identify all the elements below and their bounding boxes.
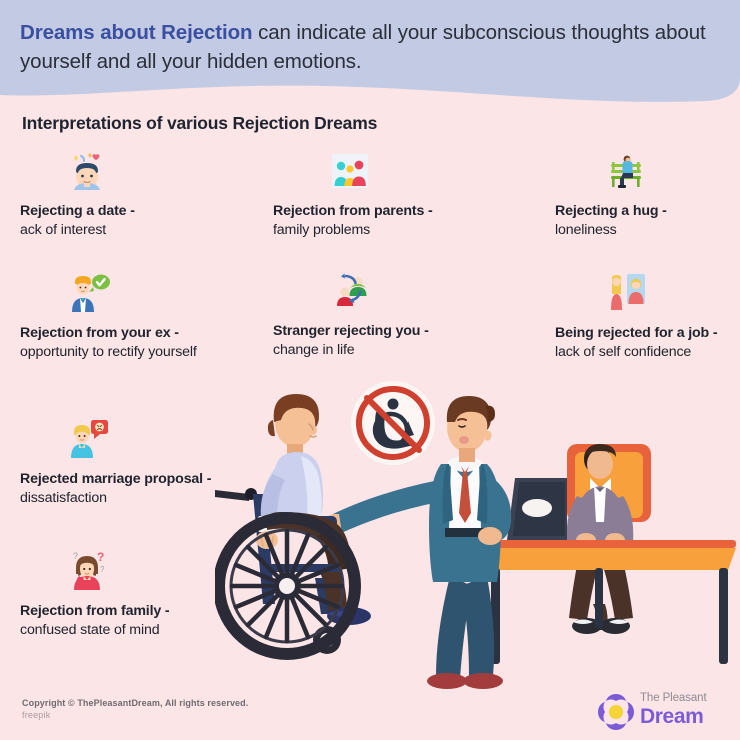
family-group-icon — [330, 152, 498, 195]
item-rejection-from-ex: Rejection from your ex - opportunity to … — [20, 272, 245, 362]
item-title: Rejected marriage proposal - — [20, 471, 212, 487]
item-rejected-for-a-job: Being rejected for a job - lack of self … — [555, 272, 735, 362]
item-subtitle: opportunity to rectify yourself — [20, 344, 197, 360]
item-caption: Rejection from family - confused state o… — [20, 602, 245, 640]
image-credit-text: freepik — [22, 710, 51, 720]
brand-name-bottom: Dream — [640, 705, 704, 728]
item-rejected-marriage-proposal: Rejected marriage proposal - dissatisfac… — [20, 418, 245, 508]
item-subtitle: loneliness — [555, 222, 617, 238]
man-in-wheelchair — [215, 394, 371, 660]
item-title: Rejection from parents - — [273, 203, 433, 219]
svg-text:?: ? — [97, 550, 104, 564]
item-subtitle: confused state of mind — [20, 622, 160, 638]
item-title: Stranger rejecting you - — [273, 323, 429, 339]
brand-name-top: The Pleasant — [640, 692, 707, 704]
no-wheelchair-prohibition-sign — [351, 381, 435, 465]
item-title: Being rejected for a job - — [555, 325, 718, 341]
person-with-angry-speech-bubble-icon — [67, 418, 245, 463]
illustration-svg — [215, 381, 736, 689]
item-rejecting-a-hug: Rejecting a hug - loneliness — [555, 152, 735, 240]
svg-text:?: ? — [73, 551, 78, 561]
workplace-rejection-illustration — [215, 368, 740, 708]
person-with-checkmark-icon — [67, 272, 245, 317]
item-caption: Stranger rejecting you - change in life — [273, 322, 498, 360]
header-highlight: Dreams about Rejection — [20, 21, 253, 44]
person-with-resume-icon — [605, 272, 735, 317]
item-caption: Rejecting a date - ack of interest — [20, 202, 245, 240]
header-band-shape — [0, 0, 740, 102]
confused-woman-icon: ? ? ? — [67, 550, 245, 595]
item-rejecting-a-date: Rejecting a date - ack of interest — [20, 152, 245, 240]
item-caption: Rejection from your ex - opportunity to … — [20, 324, 245, 362]
svg-text:?: ? — [100, 565, 105, 574]
section-title: Interpretations of various Rejection Dre… — [22, 113, 378, 133]
item-caption: Rejecting a hug - loneliness — [555, 202, 735, 240]
person-on-bench-icon — [605, 152, 735, 195]
item-subtitle: family problems — [273, 222, 371, 238]
laptop — [507, 478, 567, 540]
item-subtitle: change in life — [273, 342, 355, 358]
item-caption: Rejected marriage proposal - dissatisfac… — [20, 470, 245, 508]
item-title: Rejecting a date - — [20, 203, 135, 219]
item-subtitle: lack of self confidence — [555, 344, 692, 360]
brand-logo-text: The Pleasant Dream — [640, 691, 730, 728]
item-rejection-from-family: ? ? ? Rejection from family - confused s… — [20, 550, 245, 640]
item-title: Rejection from family - — [20, 603, 170, 619]
item-title: Rejection from your ex - — [20, 325, 179, 341]
brand-logo[interactable]: The Pleasant Dream — [596, 689, 726, 733]
item-subtitle: dissatisfaction — [20, 490, 107, 506]
item-rejection-from-parents: Rejection from parents - family problems — [273, 152, 498, 240]
item-stranger-rejecting-you: Stranger rejecting you - change in life — [273, 272, 498, 360]
item-subtitle: ack of interest — [20, 222, 107, 238]
header-banner — [0, 0, 740, 112]
header-rest: can indicate all your subconscious thoug… — [20, 21, 706, 73]
item-caption: Being rejected for a job - lack of self … — [555, 324, 735, 362]
copyright-text: Copyright © ThePleasantDream, All rights… — [22, 698, 249, 708]
header-headline: Dreams about Rejection can indicate all … — [20, 18, 710, 76]
pleasant-dream-flower-logo-icon — [596, 692, 636, 732]
office-desk — [483, 540, 736, 664]
two-people-exchange-icon — [330, 272, 498, 315]
item-title: Rejecting a hug - — [555, 203, 667, 219]
item-caption: Rejection from parents - family problems — [273, 202, 498, 240]
person-thinking-love-icon — [67, 152, 245, 195]
interviewer-figure — [566, 444, 634, 548]
